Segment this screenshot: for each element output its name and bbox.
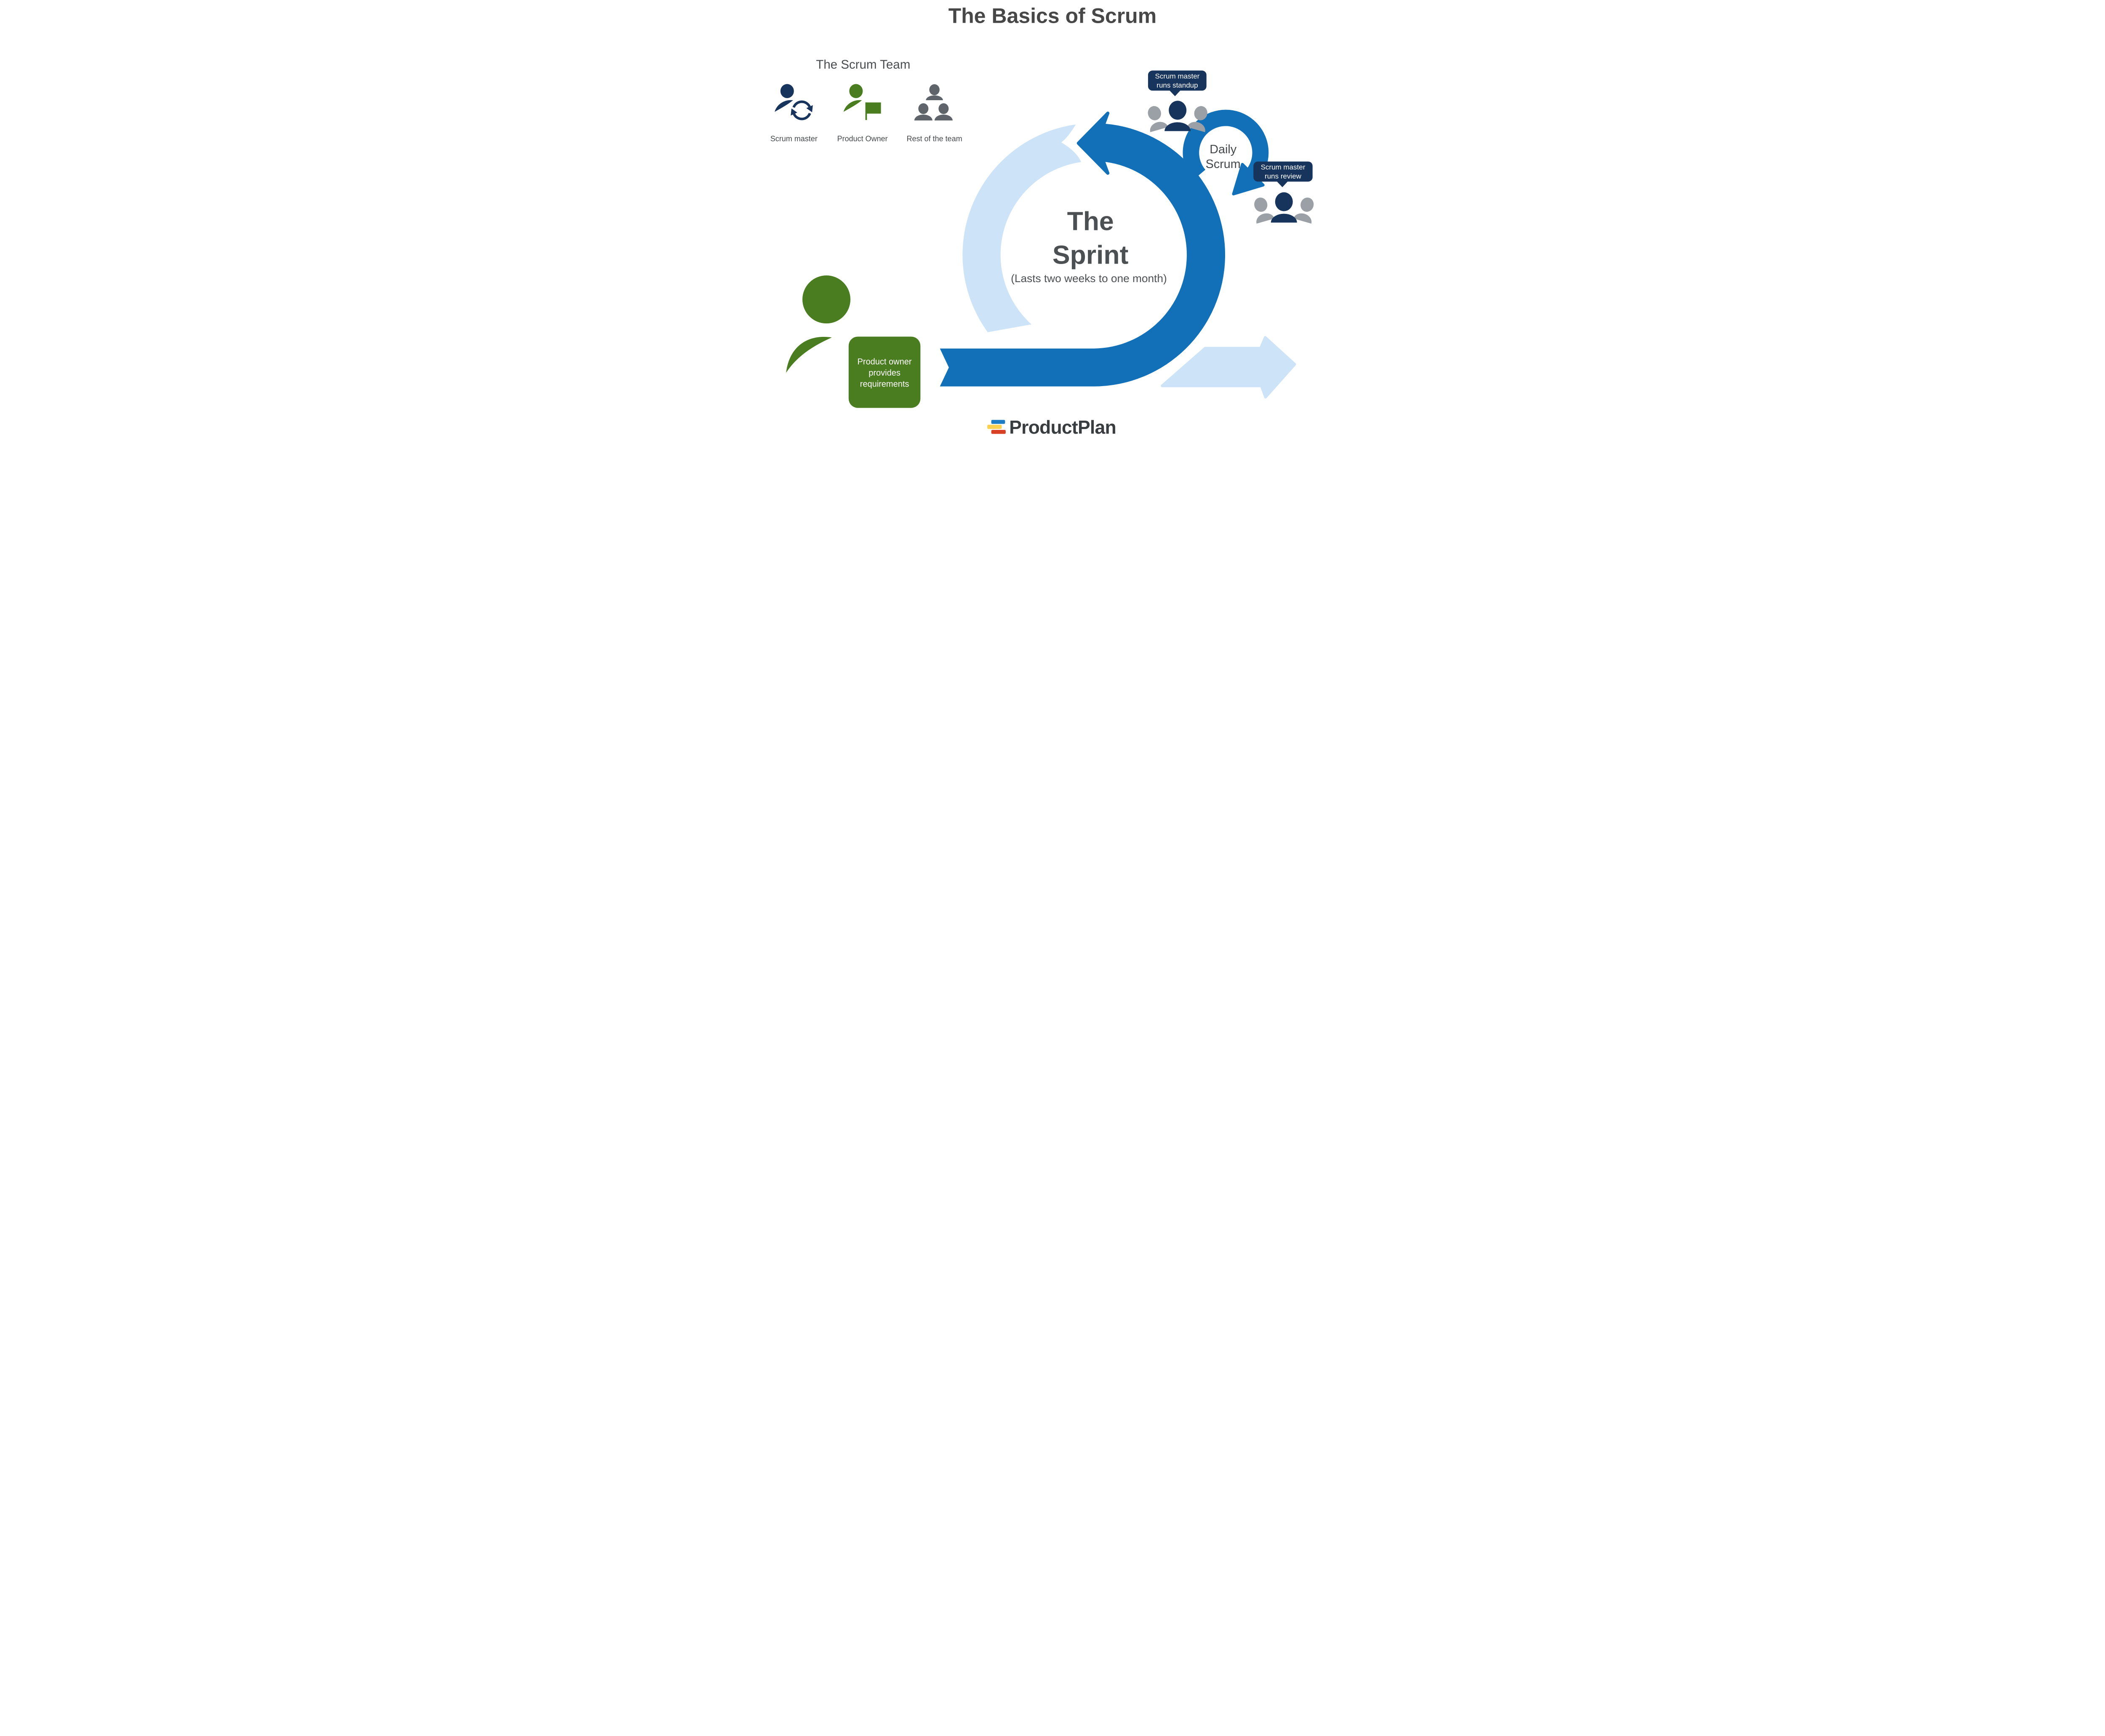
- sprint-title-line1: The: [1067, 206, 1114, 236]
- product-owner-person-body: [786, 337, 832, 373]
- scrum-master-head: [780, 84, 794, 99]
- productplan-logo-mark: [987, 420, 1006, 434]
- standup-team-icon: [1143, 101, 1212, 132]
- product-owner-label: Product Owner: [837, 135, 887, 143]
- product-owner-note-line2: provides: [869, 368, 901, 378]
- review-bubble: Scrum master runs review: [1253, 161, 1313, 187]
- standup-member-left: [1143, 104, 1168, 132]
- product-owner-body: [843, 100, 862, 112]
- daily-scrum-label-line2: Scrum: [1206, 157, 1241, 171]
- flag-icon: [865, 102, 881, 120]
- rest-of-team-label: Rest of the team: [907, 135, 962, 143]
- review-member-left: [1250, 195, 1275, 224]
- team-member-left: [914, 103, 933, 121]
- review-scrum-master: [1271, 192, 1297, 223]
- scrum-master-label: Scrum master: [770, 135, 818, 143]
- release-arrow: [1161, 336, 1296, 399]
- sprint-loop: [940, 123, 1226, 387]
- team-member-top: [926, 84, 943, 101]
- daily-scrum-loop-arrowhead: [1232, 163, 1265, 196]
- daily-scrum-loop-core: [1199, 126, 1252, 179]
- product-owner-head: [849, 84, 863, 99]
- standup-bubble-line2: runs standup: [1156, 81, 1198, 89]
- scrum-master-icon: [774, 84, 813, 120]
- review-member-right: [1293, 195, 1318, 224]
- scrum-master-body: [774, 100, 793, 112]
- product-owner-person-icon: [786, 275, 851, 373]
- refresh-icon: [791, 100, 813, 120]
- sprint-loop-arrowhead: [1076, 112, 1110, 175]
- product-owner-note-line3: requirements: [860, 380, 909, 389]
- infographic-canvas: The Basics of Scrum The Scrum Team Scrum…: [760, 0, 1345, 434]
- product-owner-person-head: [802, 275, 851, 324]
- product-owner-note-box: Product owner provides requirements: [848, 336, 921, 408]
- review-bubble-line2: runs review: [1265, 172, 1302, 180]
- standup-scrum-master: [1164, 101, 1191, 131]
- standup-bubble-line1: Scrum master: [1155, 72, 1200, 80]
- review-bubble-line1: Scrum master: [1261, 163, 1306, 171]
- page-title: The Basics of Scrum: [949, 4, 1157, 28]
- rest-of-team-icon: [914, 84, 953, 121]
- team-member-right: [934, 103, 953, 121]
- sprint-intake-arc: [962, 124, 1081, 332]
- standup-bubble-pointer: [1169, 90, 1180, 96]
- product-owner-note-line1: Product owner: [858, 357, 912, 367]
- daily-scrum-loop: [1183, 109, 1269, 183]
- sprint-title-line2: Sprint: [1052, 240, 1129, 269]
- review-team-icon: [1250, 192, 1318, 224]
- productplan-logo: ProductPlan: [987, 417, 1116, 434]
- productplan-logo-text: ProductPlan: [1009, 417, 1116, 434]
- product-owner-icon: [843, 84, 881, 120]
- standup-bubble: Scrum master runs standup: [1148, 70, 1207, 96]
- sprint-duration: (Lasts two weeks to one month): [1011, 272, 1167, 285]
- scrum-team-heading: The Scrum Team: [816, 58, 910, 72]
- daily-scrum-label-line1: Daily: [1210, 143, 1237, 156]
- review-bubble-pointer: [1276, 181, 1288, 187]
